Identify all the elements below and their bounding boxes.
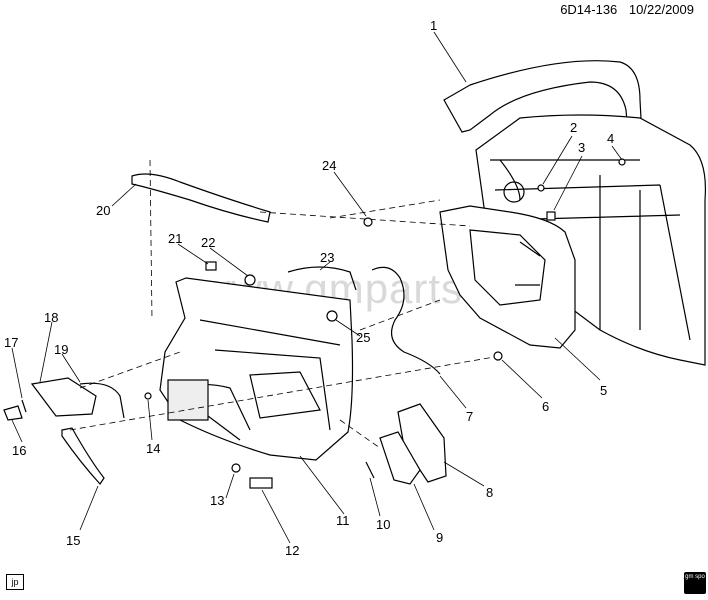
part-trim-panel xyxy=(159,277,354,461)
gm-spo-logo: gm spo xyxy=(684,572,706,594)
callout-labels: 1 2 3 4 5 6 7 8 9 10 11 12 13 14 15 16 1… xyxy=(4,18,614,558)
callout-4: 4 xyxy=(607,131,614,146)
callout-2: 2 xyxy=(570,120,577,135)
callout-14: 14 xyxy=(146,441,160,456)
part-rod xyxy=(287,266,357,291)
clip-12 xyxy=(249,477,273,489)
footer-tag: jp xyxy=(6,574,24,590)
callout-23: 23 xyxy=(320,250,334,265)
callout-13: 13 xyxy=(210,493,224,508)
callout-20: 20 xyxy=(96,203,110,218)
diagram-date: 10/22/2009 xyxy=(628,2,694,17)
callout-19: 19 xyxy=(54,342,68,357)
part-wire-19 xyxy=(79,382,125,419)
diagram-code: 6D14-136 xyxy=(560,2,618,17)
callout-22: 22 xyxy=(201,235,215,250)
callout-16: 16 xyxy=(12,443,26,458)
callout-11: 11 xyxy=(336,513,350,528)
bolt-2 xyxy=(537,184,545,192)
callout-9: 9 xyxy=(436,530,443,545)
fastener-24 xyxy=(363,217,373,227)
callout-1: 1 xyxy=(430,18,437,33)
module-detail xyxy=(469,229,546,306)
callout-3: 3 xyxy=(578,140,585,155)
leader-lines xyxy=(11,31,623,544)
clip-22 xyxy=(244,274,256,286)
callout-5: 5 xyxy=(600,383,607,398)
part-16 xyxy=(3,405,23,421)
fastener-14 xyxy=(144,392,152,400)
door-inner-detail xyxy=(490,159,691,341)
callout-15: 15 xyxy=(66,533,80,548)
part-door-inner xyxy=(475,114,707,366)
diagram-header: 6D14-136 10/22/2009 xyxy=(560,2,694,17)
callout-25: 25 xyxy=(356,330,370,345)
callout-8: 8 xyxy=(486,485,493,500)
diagram-art xyxy=(3,31,707,544)
callout-18: 18 xyxy=(44,310,58,325)
part-switch xyxy=(379,431,421,485)
callout-24: 24 xyxy=(322,158,336,173)
rod-10 xyxy=(365,461,375,479)
clip-25 xyxy=(326,310,338,322)
callout-10: 10 xyxy=(376,517,390,532)
speaker-grille xyxy=(167,379,209,421)
part-armrest-trim xyxy=(61,427,105,485)
fastener-13 xyxy=(231,463,241,473)
part-upper-trim xyxy=(131,173,271,223)
clip-21 xyxy=(205,261,217,271)
callout-17: 17 xyxy=(4,335,18,350)
callout-6: 6 xyxy=(542,399,549,414)
bolt-4 xyxy=(618,158,626,166)
part-17 xyxy=(21,399,27,413)
callout-21: 21 xyxy=(168,231,182,246)
fastener-6 xyxy=(493,351,503,361)
clip-3 xyxy=(546,211,556,221)
callout-12: 12 xyxy=(285,543,299,558)
part-module-panel xyxy=(439,205,576,349)
part-pull-handle xyxy=(30,377,97,417)
speaker-opening xyxy=(503,181,525,203)
callout-7: 7 xyxy=(466,409,473,424)
part-wiring-harness xyxy=(371,266,441,375)
